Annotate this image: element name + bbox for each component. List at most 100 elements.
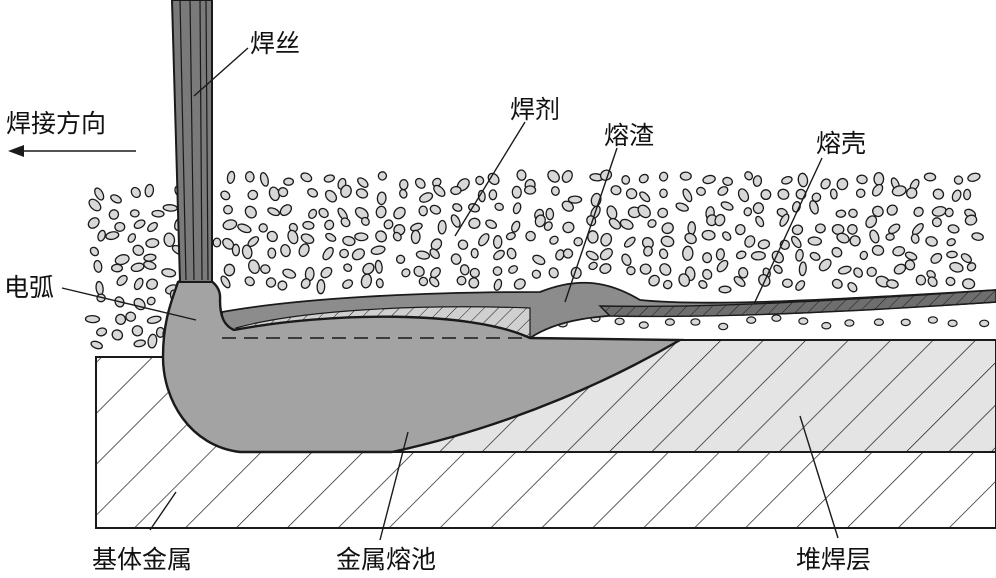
flux-granule <box>781 176 793 185</box>
flux-granule <box>932 188 945 200</box>
flux-granule <box>84 314 101 324</box>
flux-granule <box>904 251 918 261</box>
flux-granule <box>492 235 503 249</box>
flux-granule <box>259 172 269 187</box>
flux-granule <box>370 245 386 255</box>
flux-granule <box>820 178 831 190</box>
flux-granule <box>550 186 560 196</box>
flux-granule <box>478 233 490 247</box>
flux-granule <box>621 175 631 185</box>
flux-granule <box>354 232 369 242</box>
flux-granule <box>144 183 155 198</box>
flux-granule <box>853 267 863 278</box>
flux-granule <box>108 209 120 220</box>
arrow-left-icon <box>8 145 136 157</box>
flux-granule <box>910 233 920 244</box>
flux-granule <box>513 278 526 290</box>
flux-granule <box>949 261 964 273</box>
flux-granule <box>821 321 832 330</box>
flux-granule <box>797 172 809 188</box>
flux-granule <box>679 171 692 181</box>
flux-granule <box>599 247 613 261</box>
flux-granule <box>324 219 335 231</box>
flux-granule <box>534 214 546 228</box>
flux-granule <box>967 172 981 183</box>
label-arc: 电弧 <box>4 273 54 302</box>
flux-granule <box>89 246 100 257</box>
flux-granule <box>946 238 956 247</box>
flux-granule <box>545 207 555 221</box>
flux-granule <box>690 318 701 326</box>
flux-granule <box>300 172 313 183</box>
flux-granule <box>133 277 144 291</box>
flux-granule <box>836 232 850 244</box>
flux-granule <box>116 274 128 287</box>
label-base-metal: 基体金属 <box>92 545 192 574</box>
label-crust: 熔壳 <box>816 129 866 158</box>
flux-granule <box>659 263 672 276</box>
flux-granule <box>146 296 156 306</box>
flux-granule <box>307 188 319 198</box>
flux-granule <box>360 216 370 226</box>
flux-granule <box>308 208 318 219</box>
flux-granule <box>720 201 734 211</box>
flux-granule <box>682 188 693 203</box>
flux-granule <box>506 247 517 260</box>
flux-granule <box>399 188 408 199</box>
flux-granule <box>115 313 127 325</box>
flux-granule <box>891 185 907 197</box>
flux-granule <box>340 184 352 198</box>
flux-granule <box>428 276 440 288</box>
flux-granule <box>702 252 713 264</box>
flux-granule <box>947 224 960 234</box>
flux-granule <box>659 188 668 199</box>
flux-granule <box>836 177 849 191</box>
flux-granule <box>966 262 977 272</box>
flux-granule <box>964 214 978 226</box>
flux-granule <box>283 177 295 186</box>
flux-granule <box>94 187 105 201</box>
flux-granule <box>543 221 553 231</box>
flux-granule <box>760 189 772 201</box>
leader-pool <box>379 431 409 541</box>
flux-granule <box>931 206 947 217</box>
flux-granule <box>415 250 431 260</box>
flux-granule <box>675 202 689 212</box>
flux-granule <box>485 219 498 229</box>
flux-granule <box>429 248 440 260</box>
flux-granule <box>468 277 480 289</box>
flux-granule <box>97 229 106 242</box>
flux-granule <box>844 319 855 327</box>
flux-granule <box>873 171 885 186</box>
flux-granule <box>869 229 880 244</box>
flux-granule <box>888 223 901 235</box>
flux-granule <box>904 259 916 271</box>
flux-granule <box>963 188 972 201</box>
flux-granule <box>508 265 519 274</box>
flux-granule <box>413 265 425 278</box>
flux-granule <box>523 185 537 195</box>
flux-granule <box>343 263 353 272</box>
leader-deposit <box>799 415 839 539</box>
flux-granule <box>585 250 599 261</box>
flux-granule <box>302 220 315 230</box>
flux-granule <box>125 311 137 322</box>
flux-granule <box>647 219 657 228</box>
flux-granule <box>657 207 669 219</box>
flux-granule <box>814 223 826 234</box>
flux-granule <box>357 177 369 188</box>
flux-granule <box>658 248 669 260</box>
flux-granule <box>738 267 749 279</box>
slag-crust <box>598 289 996 318</box>
flux-granule <box>339 248 350 259</box>
flux-granule <box>105 231 120 241</box>
flux-granule <box>130 186 141 199</box>
flux-granule <box>702 268 713 280</box>
flux-granule <box>512 202 522 215</box>
flux-granule <box>678 273 691 287</box>
flux-granule <box>450 253 462 265</box>
flux-granule <box>163 232 176 248</box>
flux-granule <box>923 172 937 182</box>
flux-granule <box>610 185 622 196</box>
